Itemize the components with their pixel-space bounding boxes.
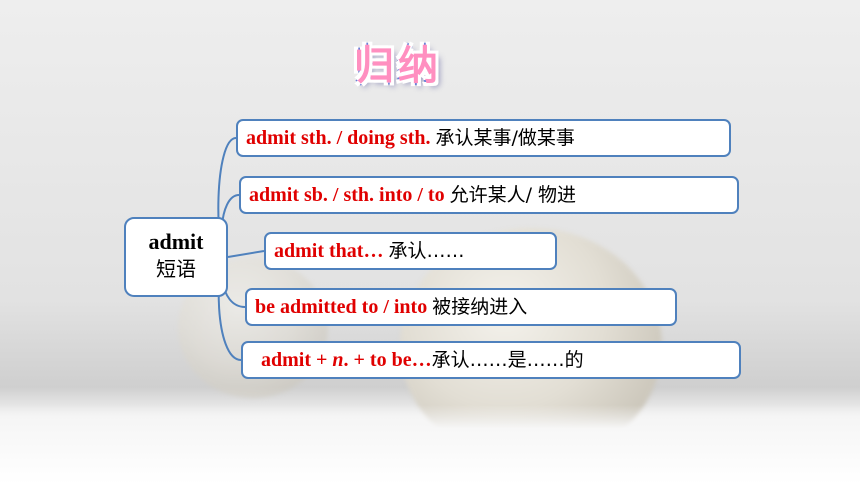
branch-meaning: 承认……是……的 xyxy=(431,349,584,371)
root-word: admit xyxy=(148,229,204,254)
branch-phrase-part1: admit + xyxy=(261,349,333,371)
branch-phrase-part2: . + to be… xyxy=(343,349,432,371)
branch-meaning: 承认…… xyxy=(388,240,465,262)
branch-phrase: be admitted to / into xyxy=(255,296,428,318)
branch-phrase: admit that… xyxy=(274,240,384,262)
slide-title: 归纳 xyxy=(354,43,442,89)
branch-admit-sth: admit sth. / doing sth. 承认某事/做某事 xyxy=(236,119,731,157)
branch-meaning: 承认某事/做某事 xyxy=(435,127,575,149)
background-floor xyxy=(0,405,860,484)
branch-phrase-noun: n xyxy=(332,349,344,371)
root-node: admit 短语 xyxy=(124,217,228,297)
branch-phrase: admit sb. / sth. into / to xyxy=(249,184,445,206)
branch-phrase: admit sth. / doing sth. xyxy=(246,127,431,149)
branch-meaning: 被接纳进入 xyxy=(432,296,528,318)
branch-meaning: 允许某人/ 物进 xyxy=(449,184,577,206)
branch-admit-n-to-be: admit + n. + to be…承认……是……的 xyxy=(241,341,741,379)
connector-3 xyxy=(227,250,265,258)
root-subtitle: 短语 xyxy=(156,257,196,281)
branch-admit-sb-into: admit sb. / sth. into / to 允许某人/ 物进 xyxy=(239,176,739,214)
branch-be-admitted: be admitted to / into 被接纳进入 xyxy=(245,288,677,326)
branch-admit-that: admit that… 承认…… xyxy=(264,232,557,270)
